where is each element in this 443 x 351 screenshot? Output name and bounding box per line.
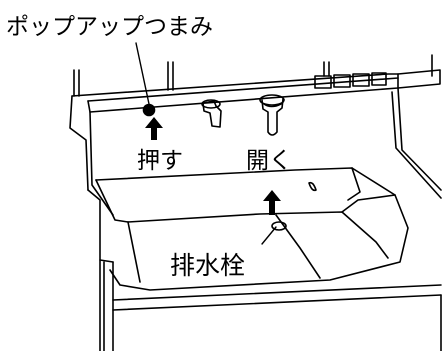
open-arrow bbox=[263, 190, 281, 215]
popup-knob-drawing bbox=[135, 42, 156, 117]
drain-plug-label: 排水栓 bbox=[170, 251, 246, 280]
open-label: 開く bbox=[246, 148, 292, 174]
basin-drawing bbox=[69, 87, 442, 351]
popup-knob-label: ポップアップつまみ bbox=[6, 14, 213, 40]
push-arrow bbox=[145, 117, 163, 140]
upper-cabinet bbox=[73, 54, 433, 97]
faucet-drawing bbox=[201, 94, 285, 136]
push-label: 押す bbox=[137, 148, 183, 174]
back-shelf bbox=[71, 69, 441, 113]
